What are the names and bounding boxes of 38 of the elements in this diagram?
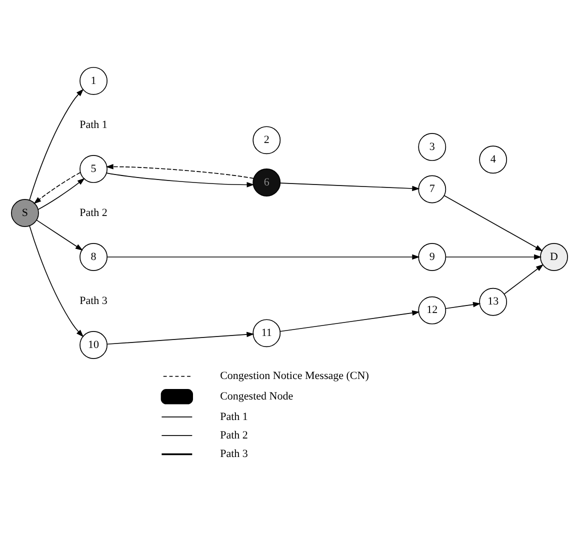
node-circle: 4 <box>479 145 508 174</box>
label: Path 2 <box>80 206 108 218</box>
arrow <box>445 254 542 260</box>
arrow <box>106 331 254 344</box>
node-circle: 10 <box>80 330 108 358</box>
node-circle: 3 <box>418 132 446 160</box>
label: Path 1 <box>80 118 108 130</box>
legend-label: Path 2 <box>220 428 248 441</box>
node-circle: 12 <box>418 296 446 324</box>
arrow <box>34 172 81 204</box>
arrow <box>504 264 544 294</box>
arrow <box>106 254 420 260</box>
arrow <box>444 194 543 251</box>
node-circle: D <box>540 242 568 270</box>
node-circle: 6 <box>252 168 281 196</box>
arrow <box>106 164 254 178</box>
legend-label: Path 3 <box>220 448 248 460</box>
node-circle: 2 <box>252 126 281 154</box>
arrow <box>36 219 84 250</box>
arrow <box>29 88 84 200</box>
node-circle: 9 <box>418 242 446 270</box>
legend-label: Congested Node <box>220 390 294 402</box>
node-circle: 11 <box>252 318 281 347</box>
arrow <box>29 225 84 337</box>
arrow <box>280 182 420 191</box>
arrow <box>445 301 481 308</box>
arrow <box>106 172 254 187</box>
node-circle: 13 <box>479 287 508 316</box>
legend-label: Congestion Notice Message (CN) <box>220 370 369 382</box>
node-circle: 7 <box>418 174 446 203</box>
arrow <box>280 310 420 332</box>
node-circle: 5 <box>80 154 108 182</box>
node-circle: 8 <box>80 242 108 270</box>
arrow <box>38 177 85 210</box>
legend-label: Path 1 <box>220 410 248 422</box>
node-circle: S <box>11 198 39 226</box>
node-circle: 1 <box>80 66 108 94</box>
label: Path 3 <box>80 294 108 306</box>
